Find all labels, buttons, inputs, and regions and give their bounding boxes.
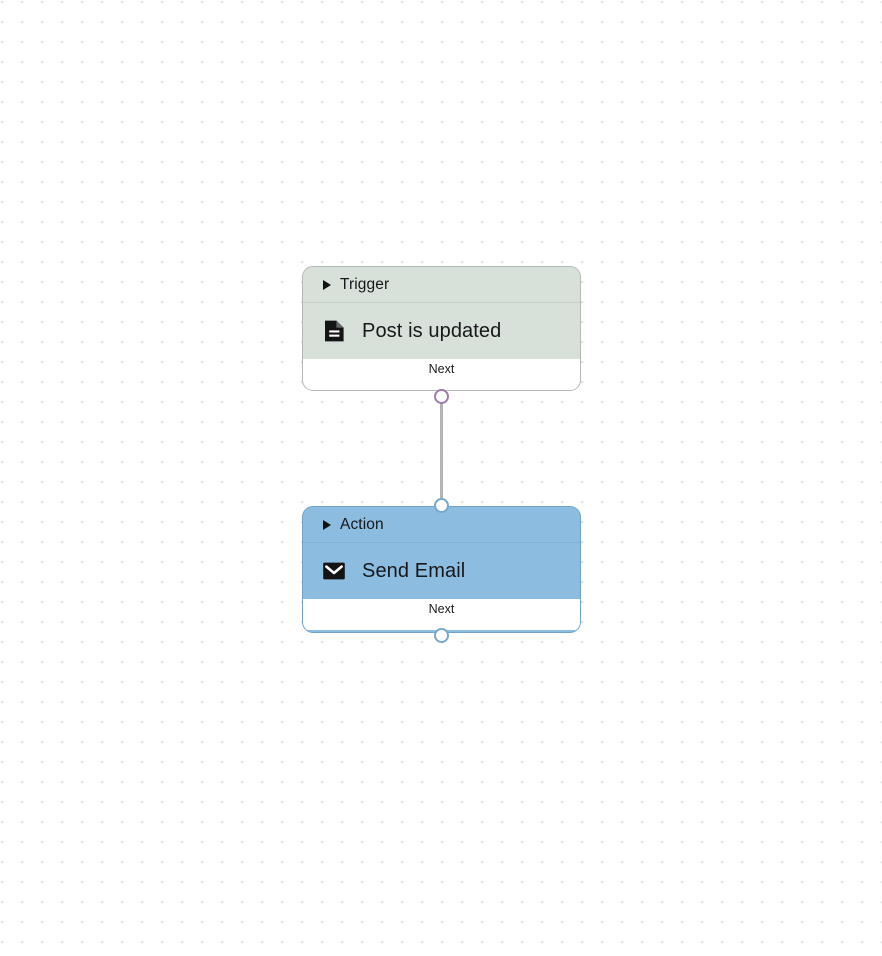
- node-trigger-header[interactable]: Trigger: [303, 267, 580, 303]
- envelope-icon: [322, 559, 346, 583]
- node-action-input-port[interactable]: [434, 498, 449, 513]
- edge-trigger-to-action[interactable]: [439, 398, 443, 508]
- triangle-right-icon[interactable]: [323, 519, 331, 530]
- node-action[interactable]: Action Send Email Next: [302, 506, 581, 633]
- node-trigger[interactable]: Trigger Post is updated Next: [302, 266, 581, 391]
- node-action-output-port[interactable]: [434, 628, 449, 643]
- node-action-next-label: Next: [428, 602, 455, 616]
- node-trigger-header-label: Trigger: [340, 275, 390, 293]
- node-action-header[interactable]: Action: [303, 507, 580, 543]
- node-action-body[interactable]: Send Email: [303, 543, 580, 599]
- node-action-body-label: Send Email: [362, 559, 466, 582]
- triangle-right-icon[interactable]: [323, 279, 331, 290]
- node-trigger-body-label: Post is updated: [362, 319, 502, 342]
- node-action-header-label: Action: [340, 515, 384, 533]
- node-trigger-next-label: Next: [428, 362, 455, 376]
- node-action-footer[interactable]: Next: [303, 599, 580, 630]
- node-trigger-output-port[interactable]: [434, 389, 449, 404]
- node-trigger-body[interactable]: Post is updated: [303, 303, 580, 359]
- document-icon: [322, 319, 346, 343]
- node-trigger-footer[interactable]: Next: [303, 359, 580, 390]
